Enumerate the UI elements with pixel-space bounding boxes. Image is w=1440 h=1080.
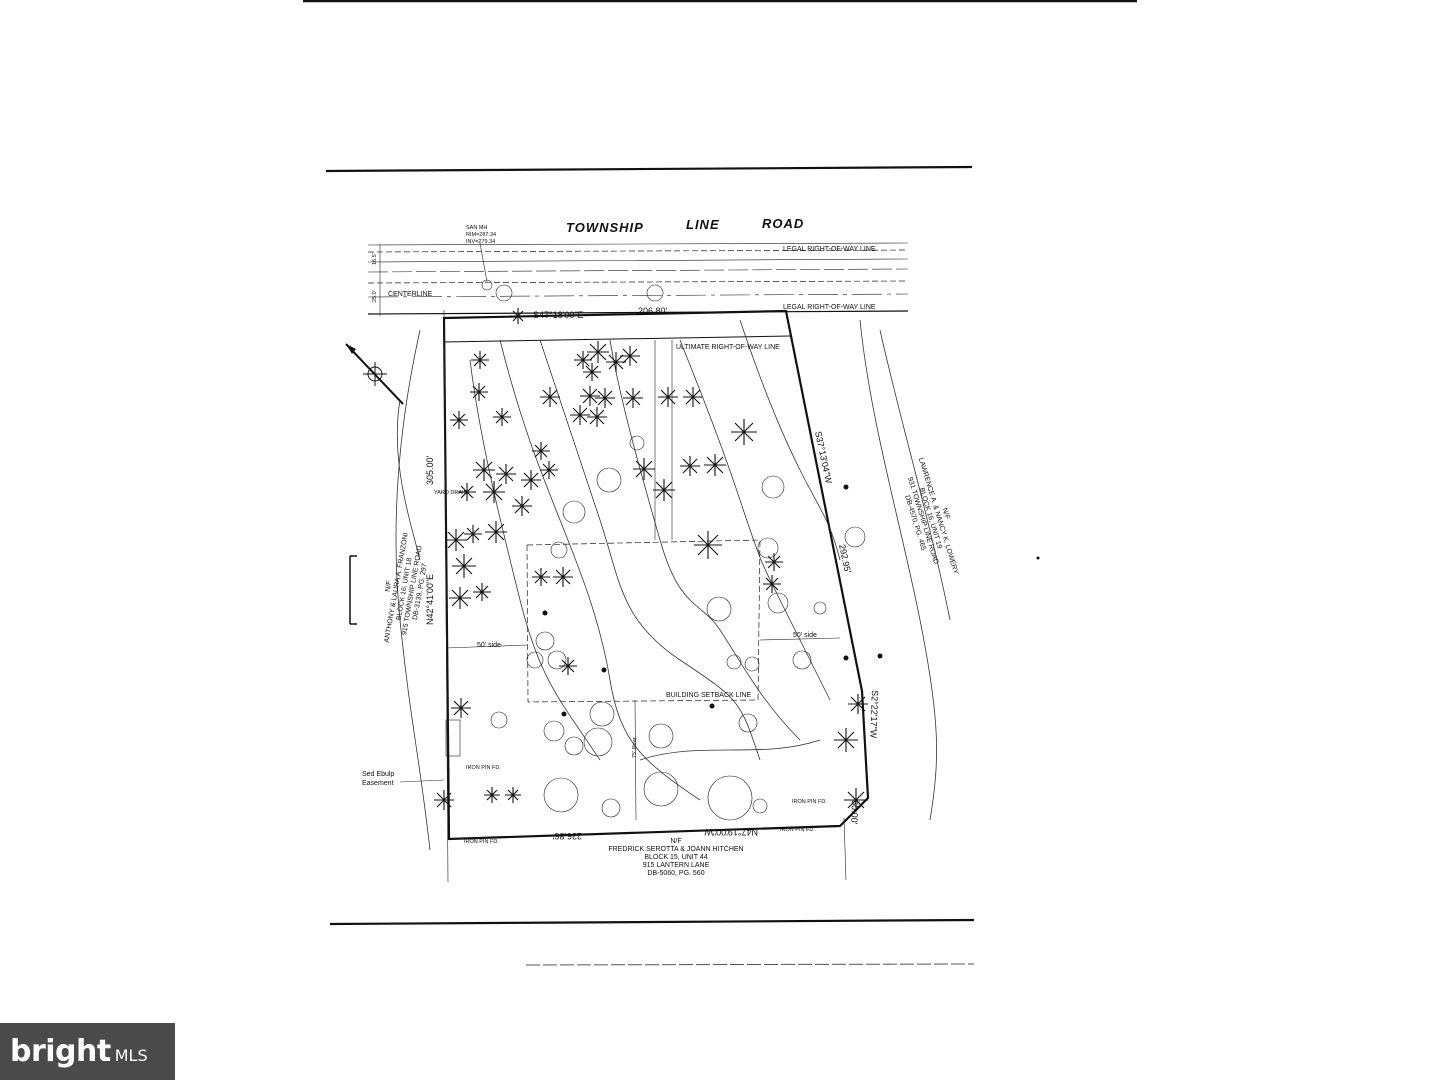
invert-elevation: INV=279.34 — [466, 239, 495, 245]
bright-mls-watermark: bright MLS — [0, 1023, 175, 1080]
distance-bottom: 236.86' — [552, 831, 582, 841]
road-name-word-3: ROAD — [762, 216, 804, 231]
easement-label-line-2: Easement — [362, 780, 394, 787]
page-frame-lines — [303, 0, 1137, 966]
dimension-25-0: 25.0' — [372, 290, 378, 302]
road-township-line: TOWNSHIP LINE ROAD LEGAL RIGHT-OF-WAY LI… — [367, 216, 909, 316]
road-name-word-2: LINE — [686, 217, 720, 232]
distance-left: 305.00' — [425, 455, 435, 485]
iron-pin-left: IRON PIN FD. — [464, 839, 499, 845]
iron-pin-bottom-right: IRON PIN FD. — [780, 827, 815, 833]
side-setback-left: 50' side — [477, 642, 501, 649]
adjoiner-bottom-block: BLOCK 15, UNIT 44 — [644, 854, 707, 861]
distance-top: 206.80' — [638, 306, 668, 316]
legal-row-second: LEGAL RIGHT-OF-WAY LINE — [783, 304, 876, 311]
adjoiner-right: N/F LAWRENCE A. & NANCY K. LOWERY BLOCK … — [903, 457, 959, 575]
adjoiner-bottom-owner: FREDRICK SEROTTA & JOANN HITCHEN — [608, 846, 743, 853]
sanitary-manhole-label: SAN MH — [466, 225, 487, 231]
building-setback-label: BUILDING SETBACK LINE — [666, 692, 752, 699]
easement-label-line-1: Sed Ebulp — [362, 771, 394, 778]
adjoiner-bottom-deed: DB-5060, PG. 560 — [647, 870, 704, 877]
rear-setback: 75' Rear — [632, 737, 638, 758]
property-boundary — [442, 309, 870, 883]
deciduous-trees — [490, 284, 866, 821]
yard-drain-label: YARD DRAIN — [434, 490, 468, 496]
adjoiner-bottom-address: 915 LANTERN LANE — [643, 862, 710, 869]
bearing-top: S47°18'00"E — [533, 310, 584, 320]
legal-row-top: LEGAL RIGHT-OF-WAY LINE — [783, 246, 876, 253]
watermark-mls: MLS — [114, 1046, 148, 1065]
dimension-16-5: 16.5' — [372, 253, 378, 265]
iron-pin-right: IRON PIN FD. — [792, 799, 827, 805]
topographic-contours — [395, 319, 951, 851]
adjoiner-bottom: N/F FREDRICK SEROTTA & JOANN HITCHEN BLO… — [608, 838, 743, 877]
distance-corner: 50.00' — [849, 800, 860, 825]
bearing-left: N42°41'00"E — [425, 574, 435, 625]
bearing-corner: S2°22'17"W — [868, 690, 880, 739]
side-setback-right: 50' side — [793, 632, 817, 639]
adjoiner-bottom-nf: N/F — [670, 838, 681, 845]
adjoiner-left-nf: N/F — [384, 580, 393, 592]
watermark-brand: bright — [10, 1034, 111, 1069]
iron-pin-lower-left: IRON PIN FD. — [466, 765, 501, 771]
road-name-word-1: TOWNSHIP — [566, 220, 644, 235]
adjoiner-right-nf: N/F — [941, 507, 951, 520]
ultimate-row-label: ULTIMATE RIGHT-OF-WAY LINE — [676, 344, 780, 351]
setback-lines — [445, 340, 841, 821]
north-arrow-icon — [345, 343, 404, 405]
shrub-markers — [542, 484, 1040, 717]
coniferous-trees — [434, 308, 868, 812]
bearing-bottom: N47°19'00"W — [704, 827, 758, 837]
rim-elevation: RIM=287.34 — [466, 232, 496, 238]
centerline-label: CENTERLINE — [388, 291, 433, 298]
